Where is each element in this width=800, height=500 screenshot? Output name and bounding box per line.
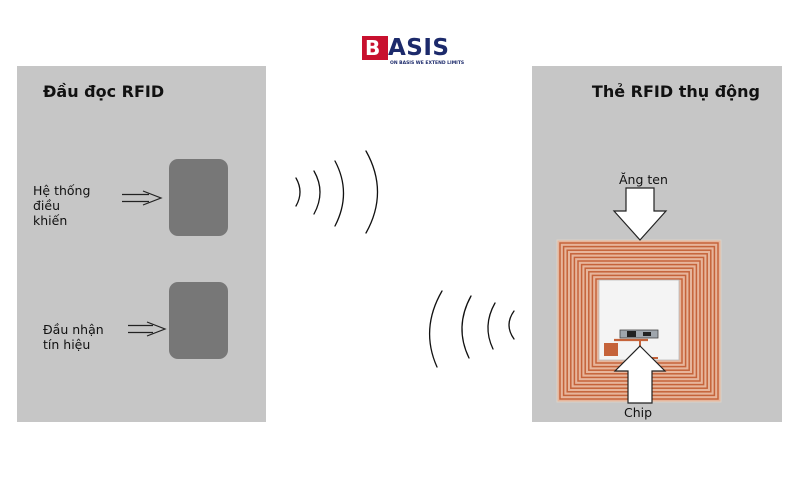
- receiver-arrow-icon: [128, 321, 167, 337]
- rfid-reader-panel: Đầu đọc RFID Hệ thống điều khiến Đầu nhậ…: [17, 66, 266, 422]
- antenna-pointer-arrow-icon: [612, 187, 668, 241]
- receiver-label: Đầu nhận tín hiệu: [43, 322, 104, 352]
- reader-title: Đầu đọc RFID: [43, 82, 165, 101]
- chip-icon: [619, 329, 659, 339]
- logo-tagline: ON BASIS WE EXTEND LIMITS: [390, 61, 465, 66]
- controller-arrow-icon: [122, 190, 163, 206]
- receiver-block: [169, 282, 228, 359]
- basis-logo: B ASIS ON BASIS WE EXTEND LIMITS: [362, 35, 465, 70]
- incoming-radio-waves-icon: [428, 290, 515, 368]
- logo-mark: B: [362, 36, 388, 60]
- chip-label: Chip: [624, 405, 653, 420]
- controller-label: Hệ thống điều khiến: [33, 183, 91, 228]
- tag-title: Thẻ RFID thụ động: [591, 82, 760, 101]
- controller-block: [169, 159, 228, 236]
- chip-pointer-arrow-icon: [613, 345, 667, 404]
- antenna-label: Ăng ten: [619, 172, 668, 187]
- outgoing-radio-waves-icon: [295, 150, 379, 234]
- logo-text: ASIS: [388, 35, 450, 61]
